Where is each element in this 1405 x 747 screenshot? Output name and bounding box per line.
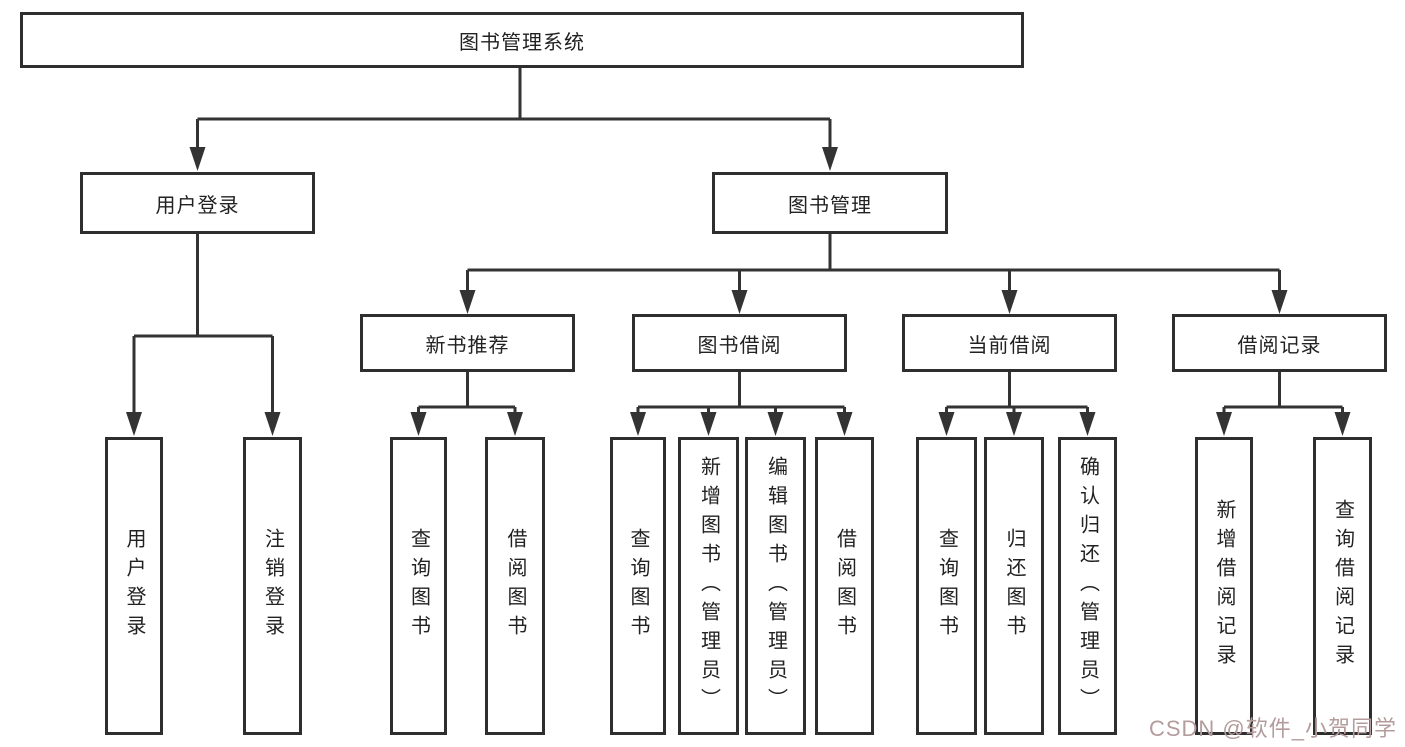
- node-book-borrow-label: 图书借阅: [697, 334, 782, 357]
- node-borrow-records-label: 借阅记录: [1237, 334, 1322, 357]
- leaf-records-query-record-label: 查询借阅记录: [1331, 499, 1354, 673]
- node-new-book-recommend: 新书推荐: [360, 314, 575, 372]
- leaf-logout-login-label: 注销登录: [261, 528, 284, 644]
- leaf-recommend-borrow-book-label: 借阅图书: [504, 528, 526, 644]
- leaf-borrow-borrow-book-label: 借阅图书: [833, 528, 856, 644]
- node-user-login-label: 用户登录: [155, 194, 240, 217]
- leaf-borrow-edit-book-label: 编辑图书（管理员）: [764, 455, 787, 717]
- connector-paths: [132, 68, 1344, 415]
- leaf-borrow-add-book: 新增图书（管理员）: [678, 437, 739, 735]
- node-user-login: 用户登录: [80, 172, 315, 234]
- csdn-watermark: CSDN @软件_小贺同学: [1148, 716, 1397, 741]
- leaf-current-return-book-label: 归还图书: [1003, 528, 1025, 644]
- leaf-current-confirm-return: 确认归还（管理员）: [1058, 437, 1117, 735]
- leaf-recommend-borrow-book: 借阅图书: [485, 437, 545, 735]
- leaf-logout-login: 注销登录: [243, 437, 302, 735]
- node-current-borrow-label: 当前借阅: [967, 334, 1052, 357]
- node-root: 图书管理系统: [20, 12, 1024, 68]
- leaf-borrow-add-book-label: 新增图书（管理员）: [697, 455, 720, 717]
- leaf-recommend-query-book-label: 查询图书: [407, 528, 430, 644]
- leaf-current-query-book: 查询图书: [916, 437, 977, 735]
- leaf-records-add-record: 新增借阅记录: [1195, 437, 1253, 735]
- leaf-recommend-query-book: 查询图书: [390, 437, 447, 735]
- leaf-current-confirm-return-label: 确认归还（管理员）: [1076, 455, 1099, 717]
- node-current-borrow: 当前借阅: [902, 314, 1117, 372]
- leaf-borrow-query-book: 查询图书: [610, 437, 666, 735]
- node-book-management-label: 图书管理: [788, 194, 872, 217]
- leaf-borrow-query-book-label: 查询图书: [627, 528, 649, 644]
- leaf-records-add-record-label: 新增借阅记录: [1213, 499, 1235, 673]
- leaf-current-return-book: 归还图书: [984, 437, 1044, 735]
- leaf-records-query-record: 查询借阅记录: [1313, 437, 1372, 735]
- node-new-book-recommend-label: 新书推荐: [425, 334, 510, 357]
- node-book-borrow: 图书借阅: [632, 314, 847, 372]
- node-borrow-records: 借阅记录: [1172, 314, 1387, 372]
- leaf-borrow-borrow-book: 借阅图书: [815, 437, 874, 735]
- leaf-user-login: 用户登录: [105, 437, 163, 735]
- arrowhead-icons: [126, 147, 1351, 436]
- node-book-management: 图书管理: [712, 172, 948, 234]
- leaf-user-login-label: 用户登录: [123, 528, 145, 644]
- node-root-label: 图书管理系统: [459, 31, 585, 54]
- leaf-borrow-edit-book: 编辑图书（管理员）: [745, 437, 806, 735]
- leaf-current-query-book-label: 查询图书: [935, 528, 958, 644]
